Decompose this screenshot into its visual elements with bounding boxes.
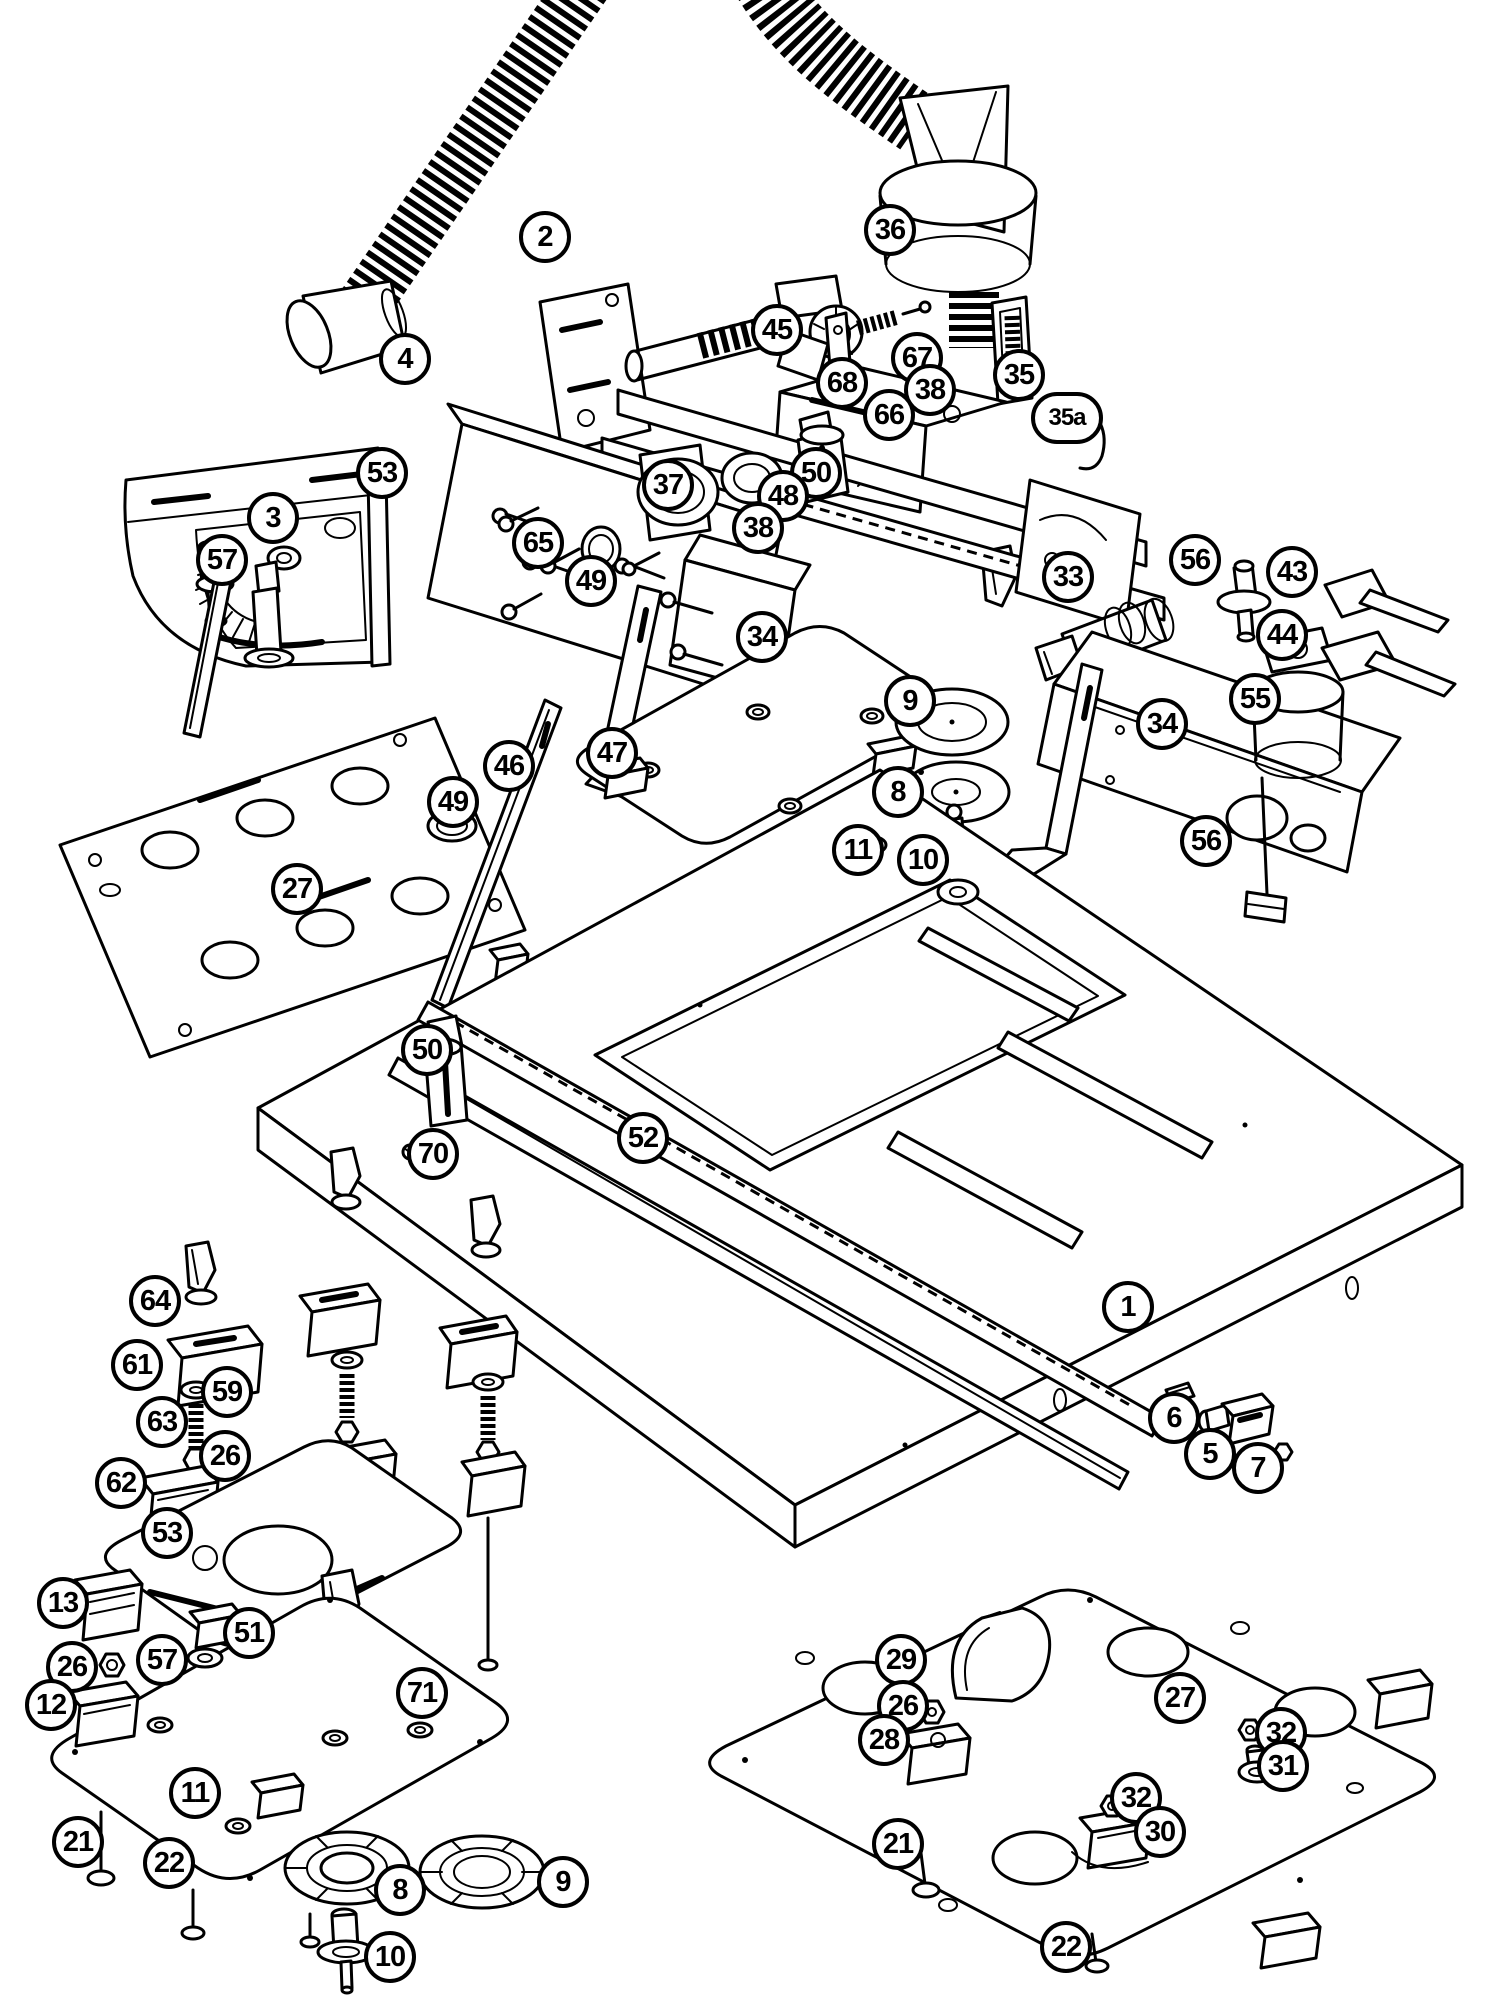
callout-3: 3 — [247, 492, 299, 544]
callout-34: 34 — [736, 611, 788, 663]
callout-63: 63 — [136, 1396, 188, 1448]
clamp-bolt-long — [1243, 776, 1288, 924]
miter-scale-plate — [123, 446, 392, 668]
callout-46: 46 — [483, 740, 535, 792]
callout-12: 12 — [25, 1679, 77, 1731]
callout-38: 38 — [732, 502, 784, 554]
callout-68: 68 — [816, 357, 868, 409]
callout-51: 51 — [223, 1607, 275, 1659]
callout-11: 11 — [832, 824, 884, 876]
callout-61: 61 — [111, 1339, 163, 1391]
callout-35: 35 — [993, 349, 1045, 401]
callout-13: 13 — [37, 1577, 89, 1629]
callout-57: 57 — [136, 1634, 188, 1686]
callout-36: 36 — [864, 204, 916, 256]
callout-53: 53 — [356, 447, 408, 499]
callout-21: 21 — [52, 1816, 104, 1868]
callout-9: 9 — [537, 1856, 589, 1908]
callout-32: 32 — [1110, 1772, 1162, 1824]
callout-8: 8 — [374, 1864, 426, 1916]
callout-57: 57 — [196, 534, 248, 586]
callout-65: 65 — [512, 517, 564, 569]
callout-50: 50 — [401, 1024, 453, 1076]
callout-7: 7 — [1232, 1442, 1284, 1494]
callout-45: 45 — [751, 304, 803, 356]
callout-44: 44 — [1256, 609, 1308, 661]
callout-62: 62 — [95, 1457, 147, 1509]
insert-rings-lower — [283, 1830, 546, 1995]
callout-30: 30 — [1134, 1806, 1186, 1858]
callout-29: 29 — [875, 1634, 927, 1686]
callout-1: 1 — [1102, 1281, 1154, 1333]
callout-49: 49 — [565, 555, 617, 607]
callout-66: 66 — [863, 389, 915, 441]
callout-2: 2 — [519, 211, 571, 263]
callout-9: 9 — [884, 675, 936, 727]
table-top — [256, 768, 1464, 1549]
callout-49: 49 — [427, 776, 479, 828]
motor-housing — [1036, 630, 1402, 874]
chip-deflectors — [1320, 568, 1457, 698]
callout-5: 5 — [1184, 1428, 1236, 1480]
callout-22: 22 — [143, 1837, 195, 1889]
height-adjust-knob — [1216, 559, 1272, 643]
callout-52: 52 — [617, 1112, 669, 1164]
callout-43: 43 — [1266, 546, 1318, 598]
callout-56: 56 — [1169, 534, 1221, 586]
callout-22: 22 — [1040, 1921, 1092, 1973]
callout-27: 27 — [1154, 1672, 1206, 1724]
callout-33: 33 — [1042, 551, 1094, 603]
callout-27: 27 — [271, 863, 323, 915]
callout-4: 4 — [379, 333, 431, 385]
callout-21: 21 — [872, 1818, 924, 1870]
callout-34: 34 — [1136, 698, 1188, 750]
callout-10: 10 — [897, 834, 949, 886]
callout-11: 11 — [169, 1767, 221, 1819]
callout-59: 59 — [201, 1366, 253, 1418]
callout-47: 47 — [586, 727, 638, 779]
callout-26: 26 — [199, 1430, 251, 1482]
callout-70: 70 — [407, 1128, 459, 1180]
callout-31: 31 — [1257, 1740, 1309, 1792]
callout-37: 37 — [642, 459, 694, 511]
callout-35a: 35a — [1031, 392, 1103, 444]
callout-55: 55 — [1229, 673, 1281, 725]
callout-10: 10 — [364, 1931, 416, 1983]
callout-53: 53 — [141, 1507, 193, 1559]
callout-71: 71 — [396, 1667, 448, 1719]
callout-28: 28 — [858, 1714, 910, 1766]
callout-64: 64 — [129, 1275, 181, 1327]
callout-8: 8 — [872, 766, 924, 818]
vacuum-hose — [329, 0, 936, 338]
callout-56: 56 — [1180, 815, 1232, 867]
